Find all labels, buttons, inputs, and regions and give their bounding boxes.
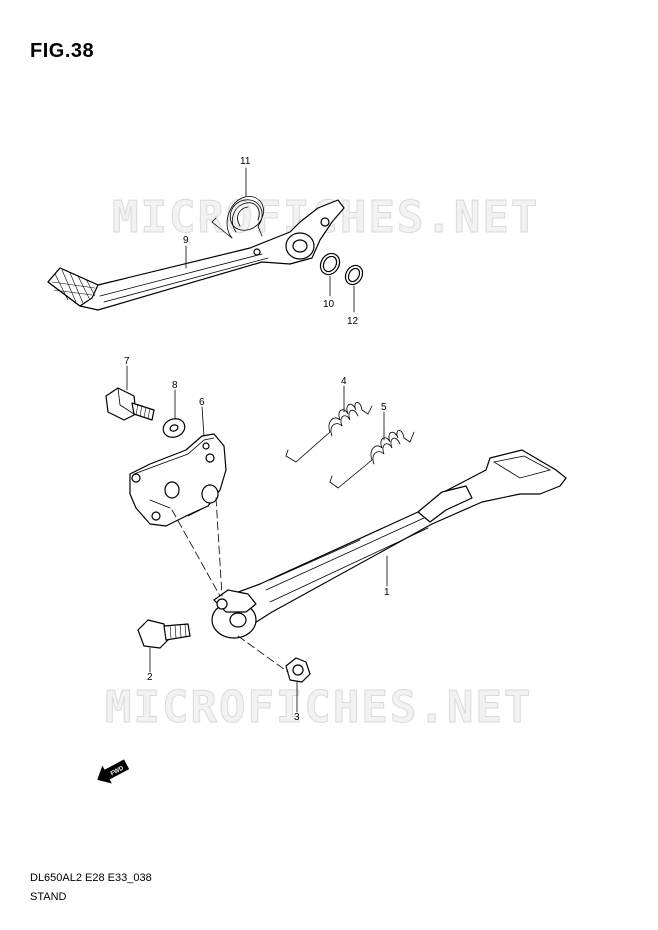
- leader-lines: [126, 167, 388, 713]
- callout-4: 4: [341, 376, 347, 387]
- washer-part-8[interactable]: [161, 416, 188, 440]
- nut-part-3[interactable]: [285, 657, 311, 683]
- spring-part-4[interactable]: [285, 402, 373, 463]
- callout-11: 11: [240, 156, 251, 167]
- callout-1: 1: [384, 587, 390, 598]
- callout-9: 9: [183, 235, 189, 246]
- bolt-part-7[interactable]: [105, 387, 155, 421]
- brake-pedal-part-9[interactable]: [47, 199, 345, 311]
- washer-part-12[interactable]: [342, 262, 366, 287]
- side-stand-part-1[interactable]: [211, 449, 567, 639]
- section-name: STAND: [30, 891, 67, 903]
- callout-10: 10: [323, 299, 335, 310]
- bracket-part-6[interactable]: [129, 433, 227, 527]
- callout-5: 5: [381, 402, 387, 413]
- callout-2: 2: [147, 672, 153, 683]
- watermark-bottom: MICROFICHES.NET: [105, 682, 532, 733]
- callout-3: 3: [294, 712, 300, 723]
- spring-part-5[interactable]: [329, 430, 415, 489]
- callout-7: 7: [124, 356, 130, 367]
- pivot-bolt-part-2[interactable]: [137, 619, 191, 649]
- model-code: DL650AL2 E28 E33_038: [30, 872, 152, 884]
- fwd-arrow-icon: FWD: [97, 759, 130, 784]
- figure-title: FIG.38: [30, 40, 95, 62]
- callout-6: 6: [199, 397, 205, 408]
- circlip-part-10[interactable]: [317, 250, 344, 278]
- assembly-lines: [171, 497, 289, 673]
- callout-12: 12: [347, 316, 359, 327]
- callout-8: 8: [172, 380, 178, 391]
- return-spring-part-11[interactable]: [211, 196, 264, 239]
- callout-labels: 1 2 3 4 5 6 7 8 9 10 11 12: [124, 156, 390, 723]
